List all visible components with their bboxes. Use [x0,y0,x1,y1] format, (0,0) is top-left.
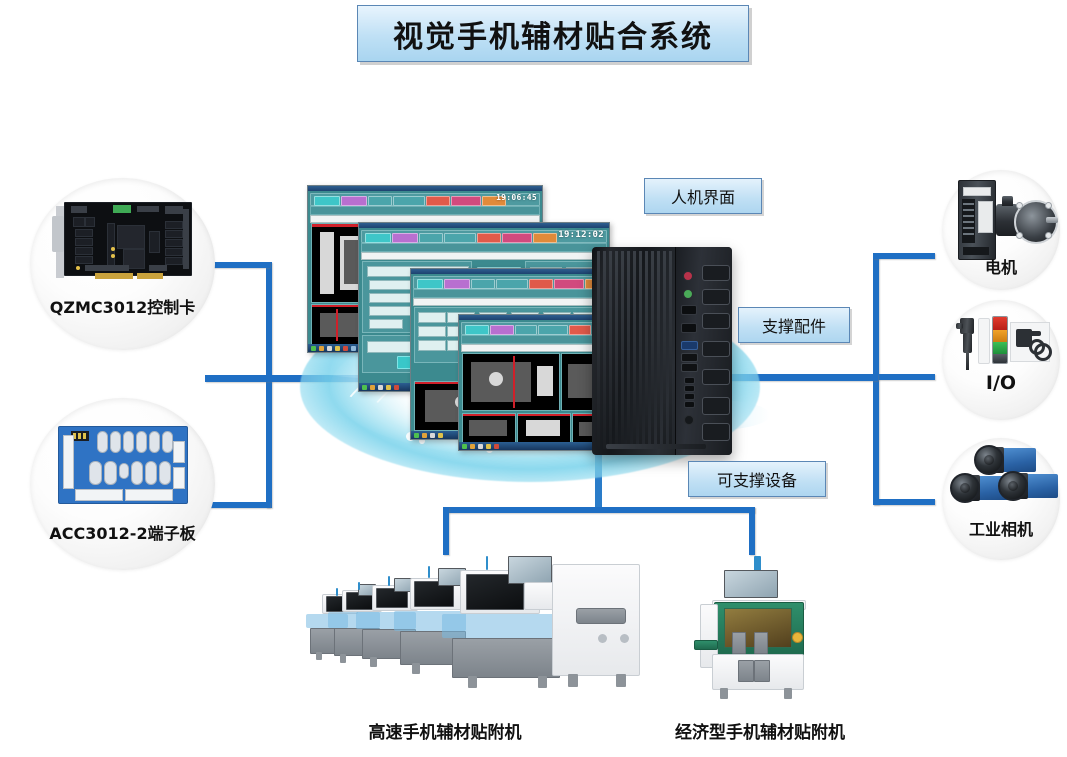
connector-left-arm-top [208,262,270,268]
proximity-sensor-panel [1010,322,1052,362]
syringe-body-icon [978,318,990,364]
pci-control-card-icon [64,202,192,279]
hmi-image-bottom-2 [517,413,571,443]
hmi-subbar-2 [361,243,607,252]
node-control-card-label: QZMC3012控制卡 [49,298,196,317]
power-jack-icon[interactable] [684,415,694,425]
node-terminal-board[interactable]: ACC3012-2端子板 [30,398,215,570]
com-port-small-1[interactable] [684,377,695,384]
connector-right-arm-mid [873,374,935,380]
connector-left-arm-bottom [208,502,270,508]
machine-label-economy: 经济型手机辅材贴附机 [610,718,910,743]
usb-port-1-icon[interactable] [681,353,698,362]
connector-bottom-right-leg [749,507,755,555]
db9-serial-7-icon[interactable] [702,423,730,441]
hmi-titlebar-2 [359,223,609,228]
node-io-label: I/O [985,372,1017,394]
hmi-titlebar-3 [411,269,663,274]
node-control-card[interactable]: QZMC3012控制卡 [30,178,215,350]
hmi-taskbar-4 [459,442,679,450]
machine-conveyor [694,640,718,650]
node-terminal-board-label: ACC3012-2端子板 [49,524,196,543]
hmi-subbar [310,206,540,215]
motor-top-cap [1002,196,1013,206]
machine-head-2 [754,632,768,654]
usb-port-2-icon[interactable] [681,363,698,372]
node-camera-label: 工业相机 [968,520,1033,539]
hmi-image-bottom-1 [462,413,516,443]
callout-hmi: 人机界面 [644,178,762,214]
valve-fitting [956,323,963,329]
connector-right-arm-top [873,253,935,259]
machine-foot-right [784,688,792,699]
connector-right-arm-bottom [873,499,935,505]
machine-drawer-1 [738,660,754,682]
machine-drawer-2 [754,660,770,682]
com-port-small-2[interactable] [684,385,695,392]
machine-label-economy-text: 经济型手机辅材贴附机 [675,723,845,743]
node-io[interactable]: I/O [942,300,1060,420]
terminal-board-icon [58,426,188,504]
db9-serial-3-icon[interactable] [702,313,730,329]
motor-shaft [1046,217,1058,223]
callout-devices: 可支撑设备 [688,461,826,497]
dispensing-valve-icon [960,318,974,334]
industrial-pc-icon[interactable] [592,247,732,455]
audio-mic-jack-icon[interactable] [683,271,693,281]
signal-tower-light-icon [992,316,1008,364]
db9-serial-6-icon[interactable] [702,397,730,415]
hmi-image-sub-1 [311,304,367,346]
connector-bottom-spine [443,507,755,513]
callout-accessories: 支撑配件 [738,307,850,343]
db9-serial-2-icon[interactable] [702,289,730,305]
db9-serial-5-icon[interactable] [702,369,730,385]
usb3-port-icon[interactable] [681,341,698,350]
machine-monitor [724,570,778,598]
machine-head-1 [732,632,746,654]
hmi-titlebar [308,186,542,191]
callout-devices-label: 可支撑设备 [716,471,797,490]
com-port-small-3[interactable] [684,393,695,400]
machine-left-column [700,604,718,668]
connector-left-spine [266,262,272,508]
node-motor[interactable]: 电机 [942,170,1060,290]
hmi-titlebar-4 [459,315,679,320]
node-motor-label: 电机 [984,258,1017,277]
hmi-clock-1: 19:06:45 [496,193,537,202]
hmi-image-big-4 [462,353,560,411]
com-port-small-4[interactable] [684,401,695,408]
displayport-1-icon[interactable] [681,305,697,315]
db9-serial-1-icon[interactable] [702,265,730,281]
machine-label-high-speed-text: 高速手机辅材贴附机 [368,723,522,743]
hmi-clock-2: 19:12:02 [558,230,604,240]
db9-serial-4-icon[interactable] [702,341,730,357]
page-title-text: 视觉手机辅材贴合系统 [393,19,713,55]
servo-motor-icon [996,204,1018,236]
page-title: 视觉手机辅材贴合系统 [357,5,749,62]
monitor-stand-post [754,556,761,576]
connector-bottom-left-leg [443,507,449,555]
hmi-toolbar-2 [361,230,607,243]
valve-barrel [963,333,972,353]
emergency-stop-button-icon[interactable] [792,632,803,643]
callout-hmi-label: 人机界面 [670,188,735,207]
high-speed-attach-machine-icon[interactable] [300,552,640,704]
hmi-toolbar [310,193,540,206]
card-dsub-connector-icon [52,216,64,252]
ipc-io-panel [675,247,732,455]
connector-right-trunk [730,374,878,381]
servo-driver-icon [958,180,996,260]
ipc-base-plate [606,444,706,449]
displayport-2-icon[interactable] [681,323,697,333]
node-camera[interactable]: 工业相机 [942,438,1060,560]
machine-foot-left [720,688,728,699]
hmi-tabstrip-2 [361,252,607,260]
valve-needle-icon [966,352,969,370]
glow-dot-2 [419,438,425,444]
audio-line-jack-icon[interactable] [683,289,693,299]
machine-label-high-speed: 高速手机辅材贴附机 [300,718,590,743]
callout-accessories-label: 支撑配件 [761,317,826,336]
economy-attach-machine-icon[interactable] [692,556,824,704]
